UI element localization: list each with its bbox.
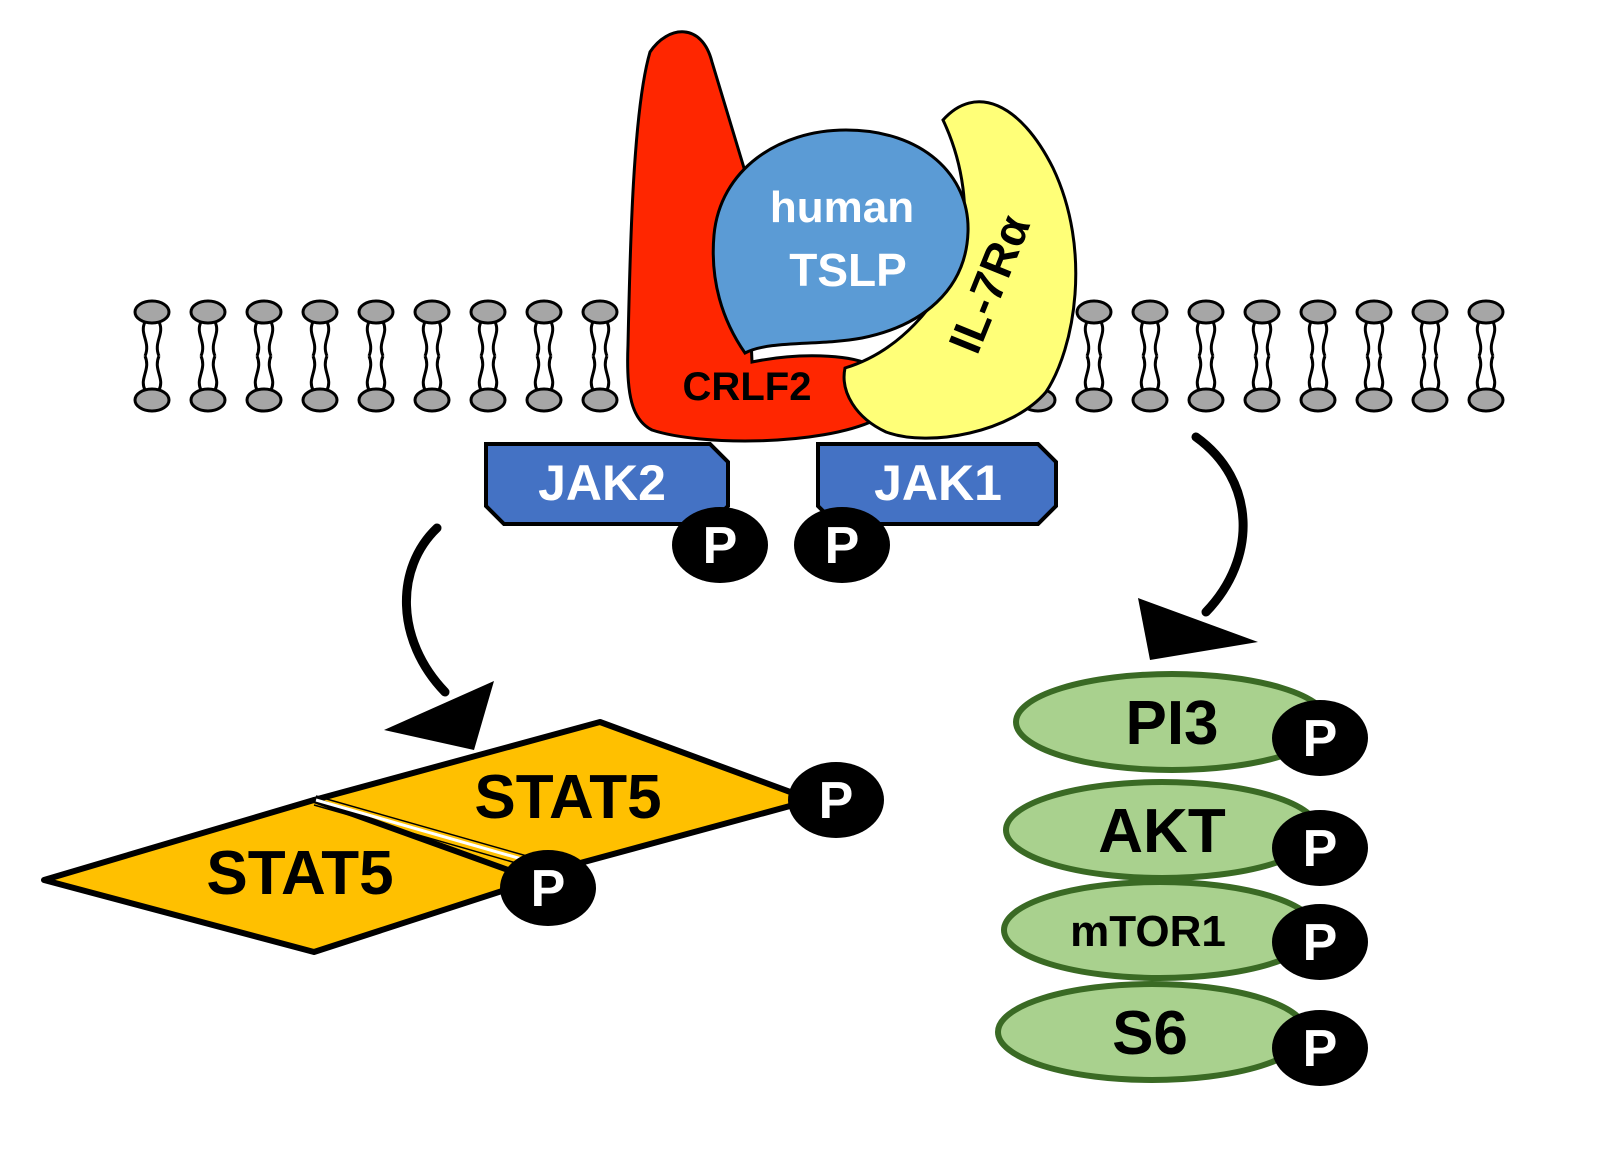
- jak1-phosphate-icon: P: [794, 507, 890, 583]
- jak2-label: JAK2: [538, 455, 666, 511]
- lipid-upper: [1467, 299, 1505, 358]
- phospho-s6-phosphate-icon: P: [1272, 1010, 1368, 1086]
- stat5-bottom-phosphate-label: P: [531, 860, 566, 918]
- lipid-upper: [1187, 299, 1225, 358]
- crlf2-receptor-shape: [626, 30, 877, 443]
- jak1-phosphate-label: P: [825, 517, 860, 575]
- pi3-label: PI3: [1125, 689, 1218, 758]
- lipid-lower: [1467, 354, 1505, 413]
- lipid-upper: [357, 299, 395, 358]
- lipid-upper: [133, 299, 171, 358]
- lipid-lower: [525, 354, 563, 413]
- lipid-lower: [1131, 354, 1169, 413]
- lipid-upper: [245, 299, 283, 358]
- lipid-upper: [1131, 299, 1169, 358]
- lipid-upper: [301, 299, 339, 358]
- akt-phosphate-label: P: [1303, 820, 1338, 878]
- lipid-lower: [1411, 354, 1449, 413]
- lipid-upper: [1075, 299, 1113, 358]
- lipid-upper: [1299, 299, 1337, 358]
- crlf2-label: CRLF2: [683, 365, 812, 409]
- lipid-lower: [357, 354, 395, 413]
- lipid-lower: [189, 354, 227, 413]
- lipid-lower: [1187, 354, 1225, 413]
- lipid-lower: [469, 354, 507, 413]
- stat5-bottom-phosphate-icon: P: [500, 850, 596, 926]
- mtor1-phosphate-label: P: [1303, 914, 1338, 972]
- lipid-upper: [469, 299, 507, 358]
- jak1-shape: [816, 442, 1058, 526]
- jak2-phosphate-icon: P: [672, 507, 768, 583]
- lipid-lower: [301, 354, 339, 413]
- mtor1-phosphate-icon: P: [1272, 904, 1368, 980]
- phospho-s6-phosphate-label: P: [1303, 1020, 1338, 1078]
- mtor1-label: mTOR1: [1070, 907, 1226, 956]
- stat5-top-phosphate-label: P: [819, 772, 854, 830]
- tslp-cytokine-shape: [711, 128, 970, 355]
- pi3-phosphate-icon: P: [1272, 700, 1368, 776]
- jak1-kinase: JAK1: [816, 442, 1058, 526]
- lipid-lower: [1299, 354, 1337, 413]
- stat5-top-label: STAT5: [474, 763, 661, 832]
- lipid-upper: [1243, 299, 1281, 358]
- lipid-upper: [1355, 299, 1393, 358]
- curved-arrow-down-left-icon: [1138, 432, 1258, 660]
- tslp-label-line2: TSLP: [789, 244, 907, 296]
- pi3-akt-mtor-pathway: PI3 AKT mTOR1 S6: [995, 671, 1331, 1083]
- tslp-label-line1: human: [770, 183, 914, 232]
- lipid-upper: [581, 299, 619, 358]
- jak2-kinase: JAK2: [484, 442, 730, 526]
- lipid-lower: [413, 354, 451, 413]
- stat5-dimer: STAT5 STAT5: [41, 719, 815, 955]
- s6-label: S6: [1112, 999, 1188, 1068]
- lipid-lower: [1075, 354, 1113, 413]
- curved-arrow-down-right-icon: [384, 523, 494, 750]
- stat5-top-phosphate-icon: P: [788, 762, 884, 838]
- akt-label: AKT: [1098, 797, 1226, 866]
- jak1-label: JAK1: [874, 455, 1002, 511]
- stat5-dimer-bond: [315, 798, 533, 864]
- lipid-upper: [525, 299, 563, 358]
- jak2-phosphate-label: P: [703, 517, 738, 575]
- lipid-lower: [581, 354, 619, 413]
- stat5-bottom-label: STAT5: [206, 839, 393, 908]
- akt-phosphate-icon: P: [1272, 810, 1368, 886]
- lipid-lower: [1355, 354, 1393, 413]
- lipid-upper: [413, 299, 451, 358]
- lipid-upper: [189, 299, 227, 358]
- lipid-lower: [245, 354, 283, 413]
- lipid-lower: [1243, 354, 1281, 413]
- lipid-lower: [133, 354, 171, 413]
- pi3-phosphate-label: P: [1303, 710, 1338, 768]
- lipid-upper: [1411, 299, 1449, 358]
